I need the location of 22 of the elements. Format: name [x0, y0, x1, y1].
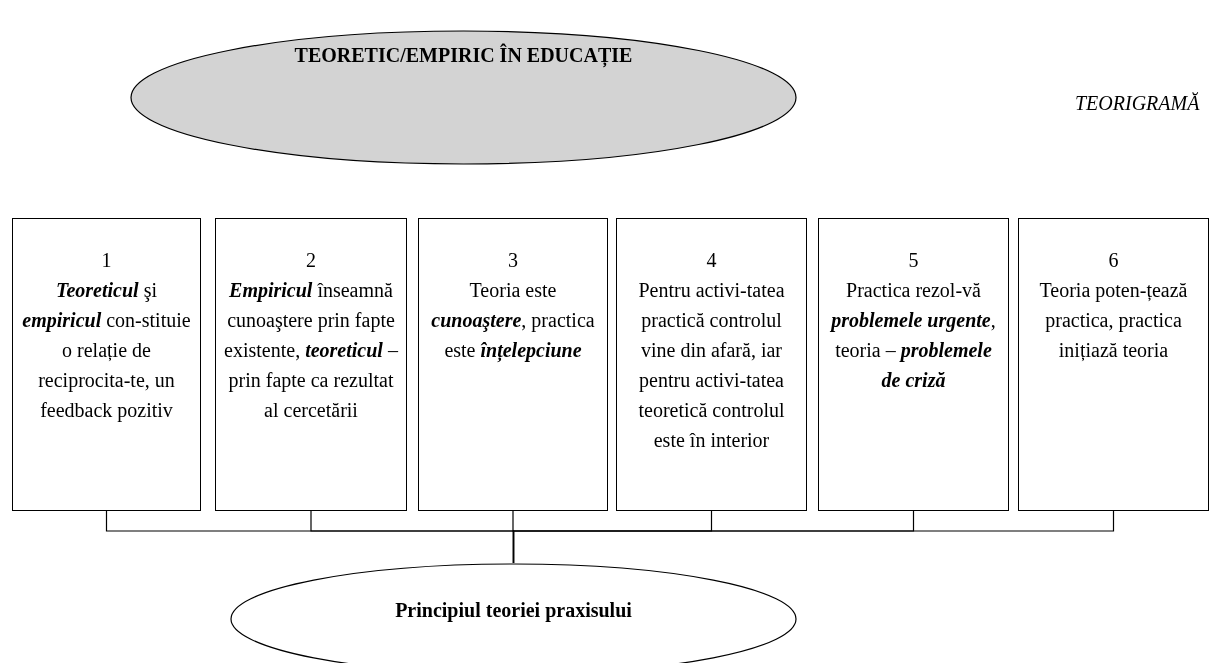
box-number: 3: [507, 248, 519, 273]
text-box: [818, 218, 1009, 511]
box-text: Teoria este cunoaştere, practica este înțelepciune: [430, 278, 596, 364]
ellipse-label: Principiul teoriei praxisului: [394, 599, 633, 622]
box-number: 2: [305, 248, 317, 273]
box-number: 6: [1107, 248, 1120, 273]
text-box: [1018, 218, 1209, 511]
text-box: [12, 218, 201, 511]
box-text: Practica rezol-vă problemele urgente, teoria – problemele de criză: [829, 278, 997, 393]
box-text: Empiricul înseamnă cunoaştere prin fapte existente, teoreticul – prin fapte ca rezultat al cercetării: [224, 278, 398, 423]
box-text: Teoreticul şi empiricul con-stituie o relație de reciprocita-te, un feedback pozitiv: [21, 278, 192, 424]
box-text: Teoria poten-țează practica, practica inițiază teoria: [1038, 278, 1189, 363]
box-text: Pentru activi-tatea practică controlul vine din afară, iar pentru activi-tatea teoretică controlul este în interior: [637, 278, 786, 453]
text-box: [418, 218, 608, 511]
box-number: 4: [705, 248, 718, 273]
box-number: 1: [100, 248, 113, 273]
box-number: 5: [907, 248, 920, 273]
text-box: [215, 218, 407, 511]
title-text: TEORETIC/EMPIRIC ÎN EDUCAȚIE: [293, 44, 634, 67]
connector-line: [512, 510, 1115, 564]
text-box: [616, 218, 807, 511]
diagram-type-label: TEORIGRAMĂ: [1075, 92, 1200, 115]
